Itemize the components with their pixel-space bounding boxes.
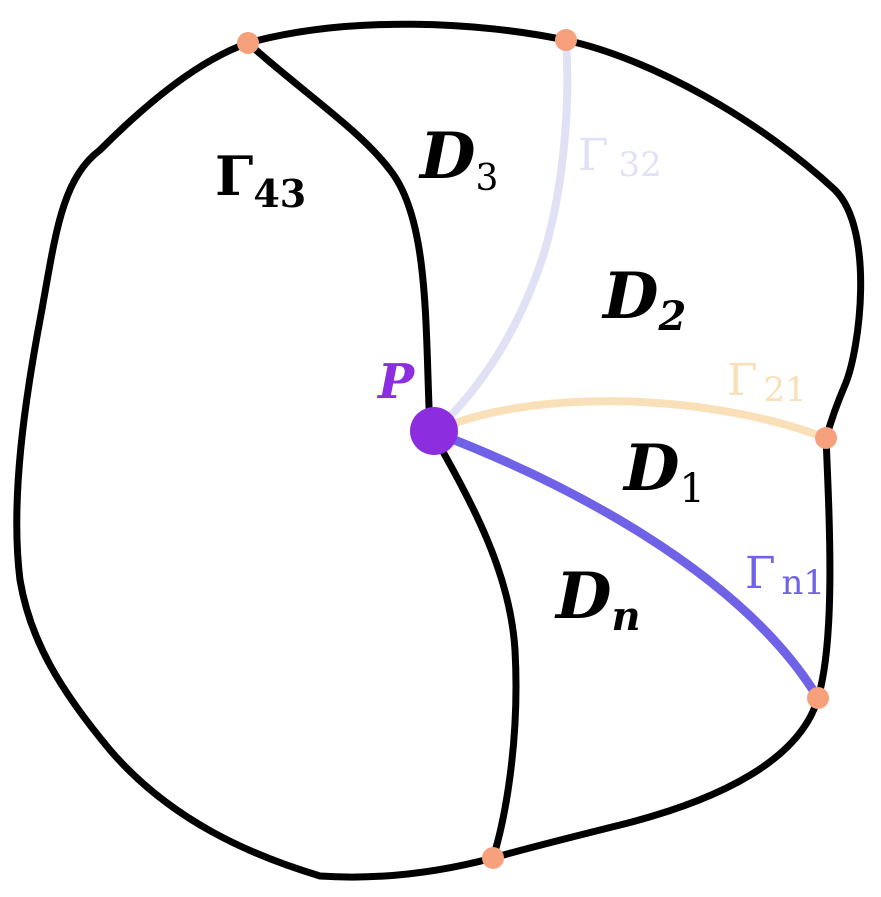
point-p <box>410 407 458 455</box>
endpoint-right <box>815 427 837 449</box>
label-dn: Dn <box>554 559 641 640</box>
dn-main: D <box>554 559 612 634</box>
curve-gamma-21 <box>430 397 830 442</box>
dn-subscript: n <box>612 593 641 640</box>
gamma-21-subscript: 21 <box>764 370 807 410</box>
gamma-32-subscript: 32 <box>619 145 662 185</box>
label-gamma-43: Γ43 <box>215 144 306 216</box>
curve-gamma-n1 <box>429 427 823 703</box>
endpoint-top-right <box>555 29 577 51</box>
curve-p-to-bottom <box>428 428 520 862</box>
endpoint-top-left <box>237 32 259 54</box>
d3-subscript: 3 <box>476 158 499 199</box>
d3-main: D <box>418 119 476 194</box>
label-d1: D1 <box>622 431 705 512</box>
gamma-n1-subscript: n1 <box>782 563 826 603</box>
label-d2: D2 <box>601 259 686 340</box>
label-p: P <box>376 354 416 410</box>
gamma-n1-symbol: Γ <box>745 548 776 599</box>
gamma-43-symbol: Γ <box>215 144 253 208</box>
gamma-21-symbol: Γ <box>727 355 758 406</box>
outer-boundary <box>13 20 865 881</box>
endpoint-lower-right <box>807 687 829 709</box>
label-d3: D3 <box>418 119 498 199</box>
d1-main: D <box>622 431 680 506</box>
curve-gamma-43 <box>244 39 434 434</box>
gamma-43-subscript: 43 <box>253 171 306 216</box>
d2-subscript: 2 <box>658 293 687 340</box>
curve-gamma-32 <box>430 36 572 436</box>
endpoint-bottom <box>482 847 504 869</box>
d1-subscript: 1 <box>680 466 705 512</box>
gamma-32-symbol: Γ <box>578 130 609 181</box>
d2-main: D <box>601 259 659 334</box>
